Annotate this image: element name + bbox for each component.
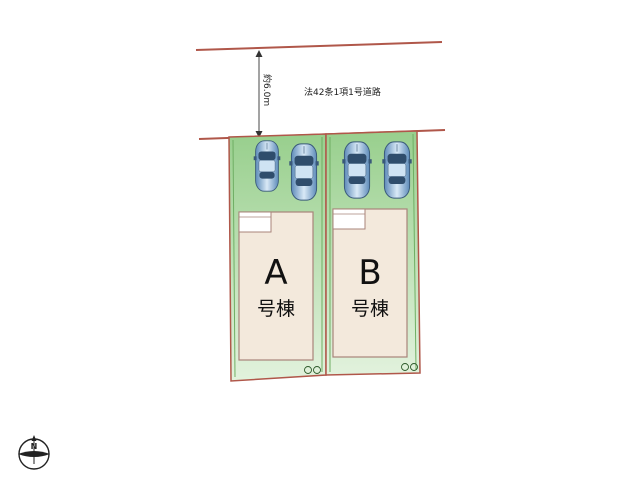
building-b: B 号棟	[332, 208, 408, 358]
road-width-dimension: 約6.0m	[255, 50, 273, 138]
car-icon	[341, 141, 373, 199]
meter-icon	[304, 366, 321, 374]
compass-north-label: N	[31, 442, 38, 451]
compass-icon: N	[18, 435, 50, 470]
car-icon	[253, 140, 281, 192]
road-label: 法42条1項1号道路	[304, 86, 381, 98]
building-b-letter: B	[358, 253, 381, 293]
road-width-label: 約6.0m	[261, 74, 273, 106]
car-icon	[381, 141, 413, 199]
building-a: A 号棟	[238, 211, 314, 361]
building-b-suffix: 号棟	[351, 298, 389, 320]
building-a-letter: A	[264, 253, 287, 293]
car-icon	[288, 143, 320, 201]
meter-icon	[401, 363, 418, 371]
road-boundary-north	[195, 41, 443, 51]
building-a-suffix: 号棟	[257, 298, 295, 320]
